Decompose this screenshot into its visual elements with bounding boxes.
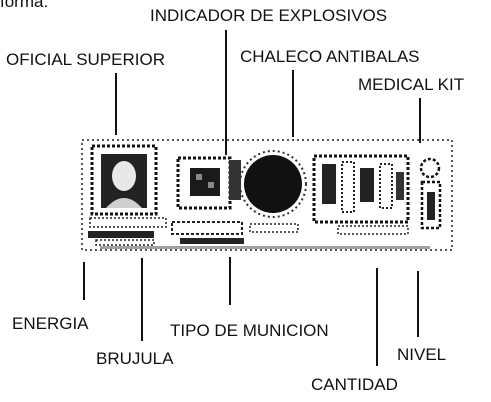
- label-explosive-indicator: INDICADOR DE EXPLOSIVOS: [150, 6, 388, 25]
- label-ammo-type: TIPO DE MUNICION: [170, 321, 329, 340]
- label-medical-kit: MEDICAL KIT: [358, 75, 465, 94]
- label-senior-officer: OFICIAL SUPERIOR: [6, 50, 166, 69]
- officer-portrait-panel: [89, 144, 167, 228]
- vest-indicator: [239, 150, 307, 233]
- label-compass: BRUJULA: [96, 349, 174, 368]
- label-energy: ENERGIA: [12, 314, 89, 333]
- label-bulletproof-vest: CHALECO ANTIBALAS: [240, 47, 420, 66]
- label-quantity: CANTIDAD: [311, 375, 398, 394]
- partial-intro-text: forma:: [0, 0, 49, 11]
- hud-strip: [81, 139, 453, 251]
- medical-kit-level-panel: [419, 157, 442, 230]
- ammo-display: [171, 156, 244, 244]
- label-level: NIVEL: [397, 345, 447, 364]
- energy-compass-area: [88, 231, 155, 246]
- quantity-panel: [312, 154, 410, 235]
- leader-lines: [83, 30, 421, 366]
